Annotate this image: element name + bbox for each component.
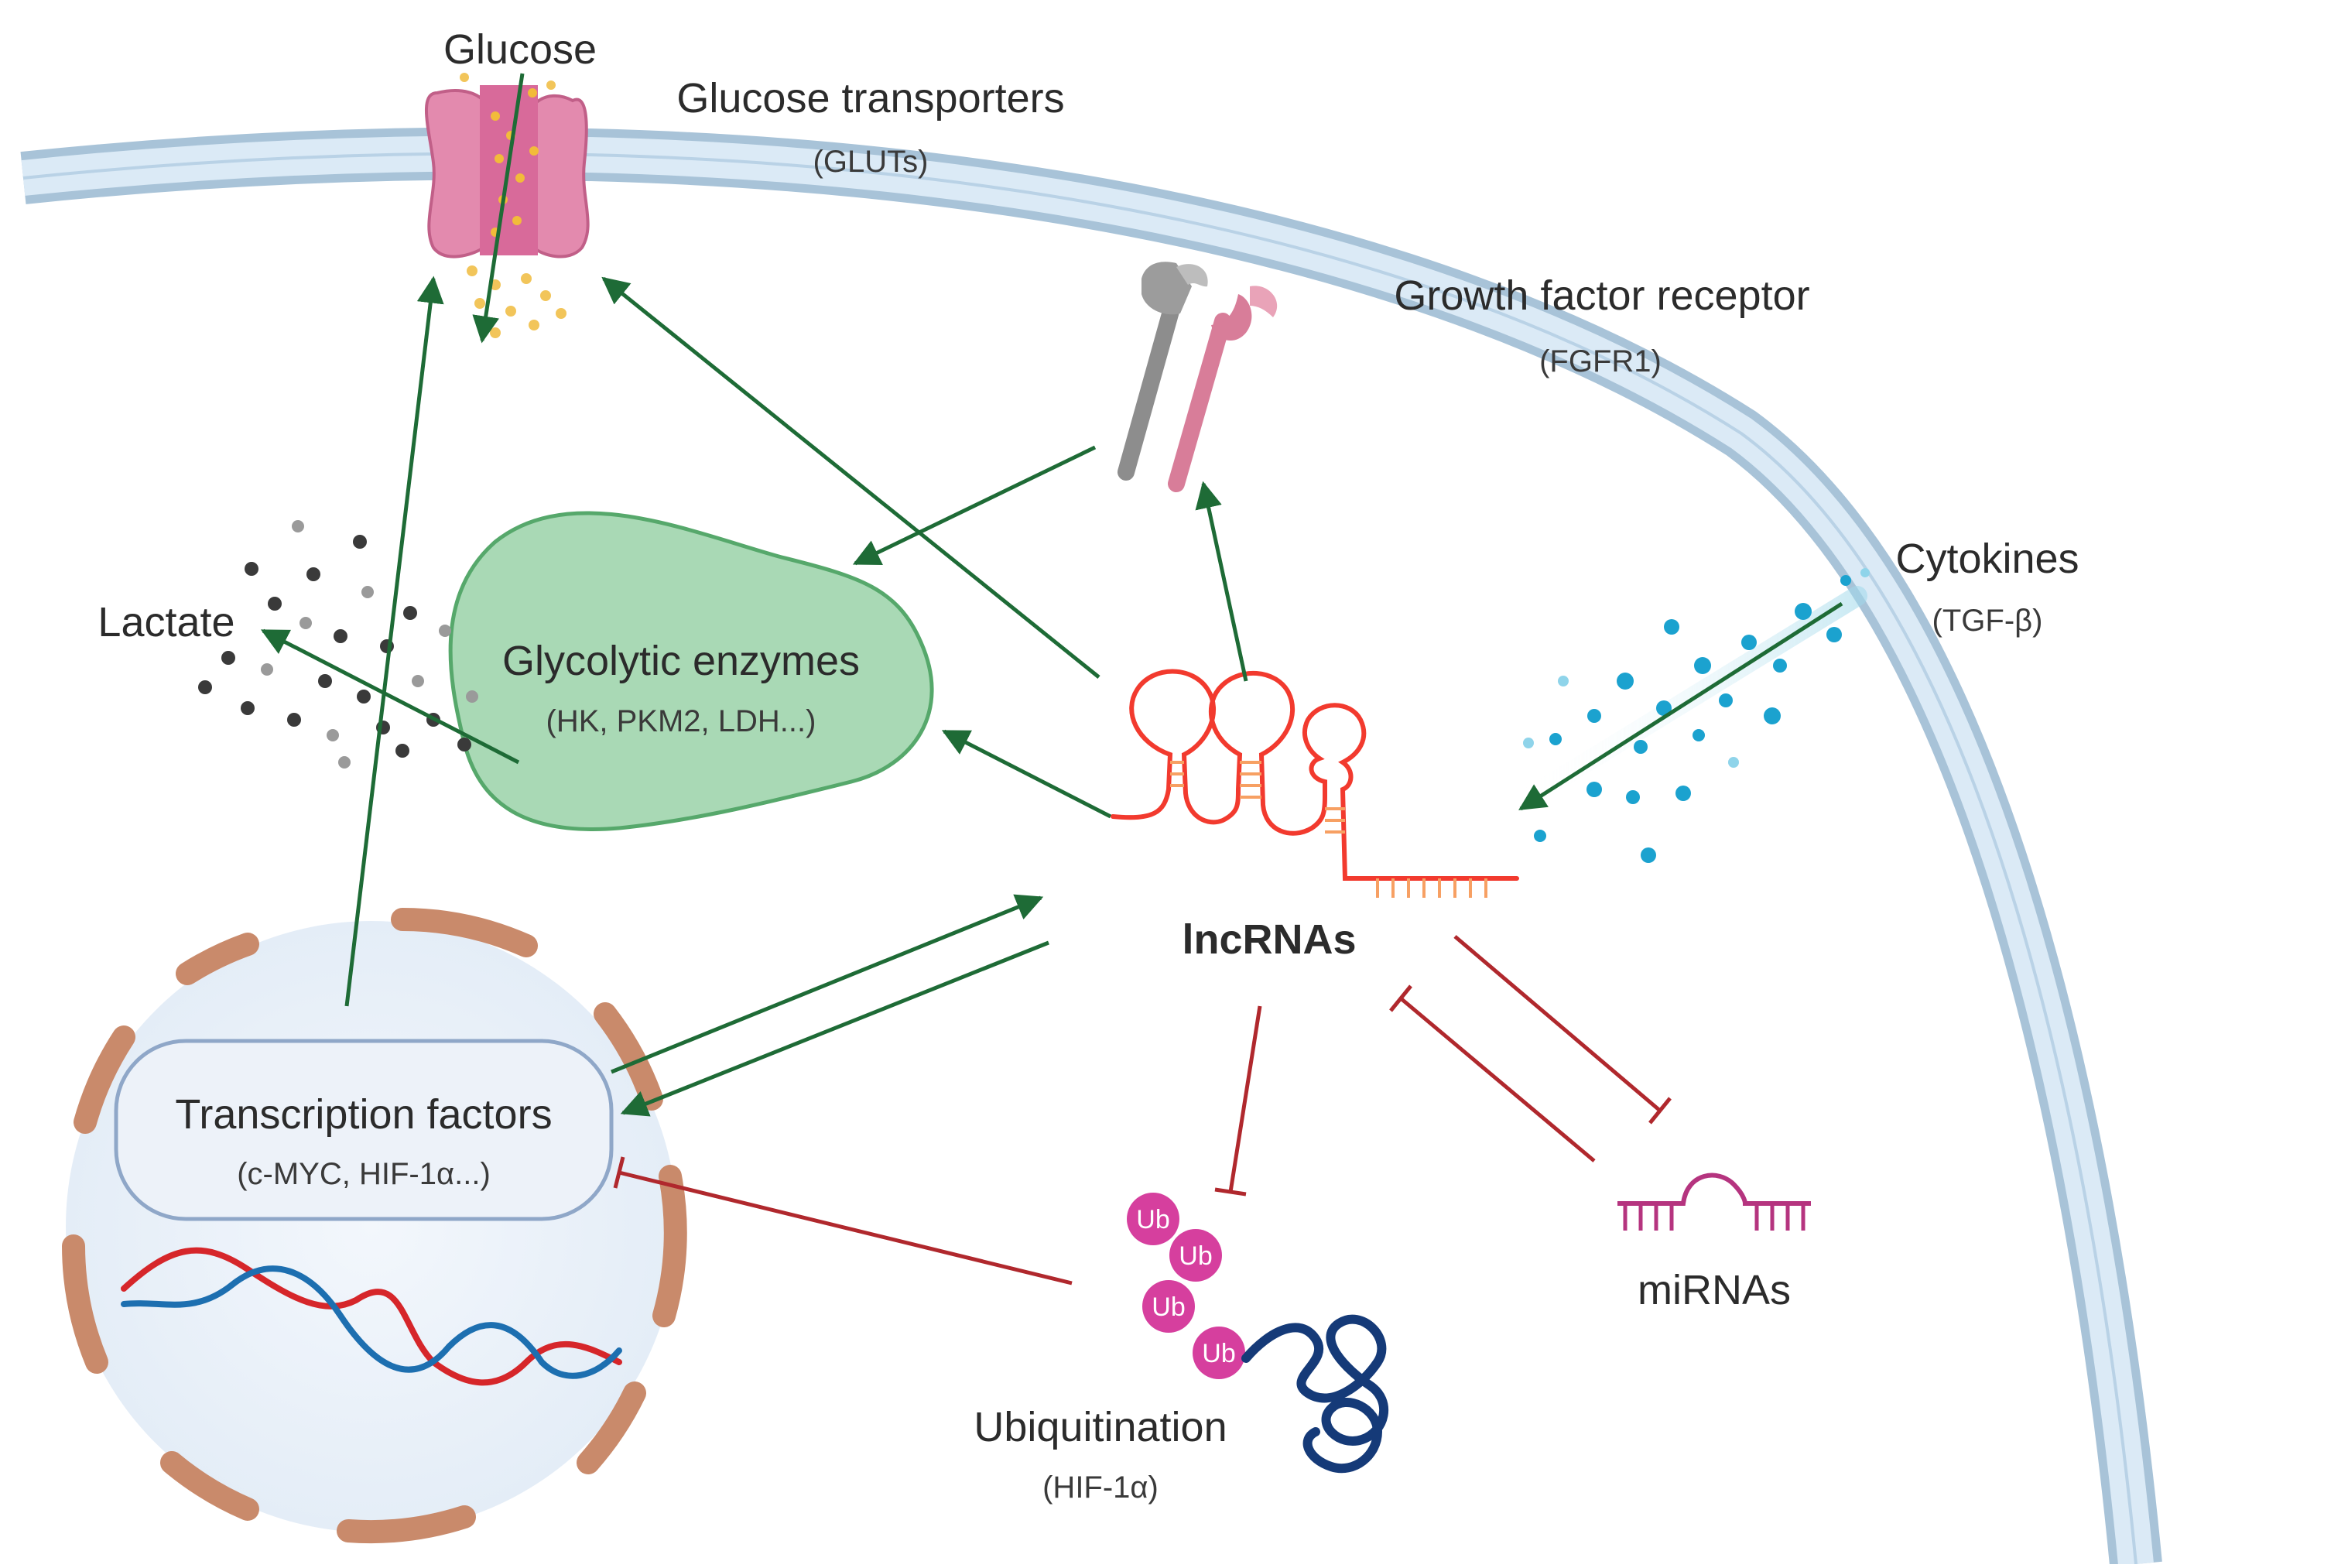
- inhibit-ubiq-tf-bar: [613, 1156, 625, 1189]
- ub-label-2: Ub: [1179, 1241, 1212, 1271]
- lactate-dots: [198, 520, 478, 769]
- ubiquitin-chain: Ub Ub Ub Ub: [1127, 1193, 1245, 1379]
- protein-icon: [1241, 1314, 1388, 1474]
- growth-factor-receptor-label: Growth factor receptor: [1394, 272, 1809, 319]
- arrow-lnc-to-receptor: [1195, 481, 1248, 682]
- lncrnas-label: lncRNAs: [1182, 916, 1356, 963]
- glucose-transporters-label: Glucose transporters: [676, 75, 1064, 122]
- transcription-factors-box: [114, 1039, 614, 1221]
- cytokine-dots: [1507, 568, 1870, 863]
- inhibit-lnc-mirna-bar: [1648, 1097, 1672, 1125]
- inhibition-arrows: [613, 935, 1672, 1286]
- fgfr1-label: (FGFR1): [1539, 344, 1662, 378]
- nucleus: [62, 908, 687, 1544]
- arrow-lnc-to-enzymes: [941, 729, 1112, 819]
- mirna-icon: [1617, 1173, 1811, 1231]
- lncrna-hairpin-icon: [1111, 669, 1519, 881]
- inhibit-mirna-lnc: [1399, 997, 1596, 1162]
- tgf-beta-label: (TGF-β): [1932, 604, 2043, 638]
- arrow-lnc-to-tf: [620, 940, 1049, 1117]
- glucose-label: Glucose: [443, 26, 597, 73]
- inhibit-lnc-ubiquitination: [1228, 1005, 1262, 1193]
- hif1a-label: (HIF-1α): [1042, 1470, 1159, 1505]
- inhibit-ubiq-tf: [618, 1170, 1073, 1286]
- gluts-label: (GLUTs): [813, 145, 929, 179]
- arrow-glucose-in: [472, 73, 525, 344]
- inhibit-lnc-ubiquitination-bar: [1214, 1187, 1247, 1197]
- arrow-tf-to-lnc: [611, 894, 1044, 1074]
- ub-label-1: Ub: [1136, 1205, 1169, 1234]
- enzyme-examples-label: (HK, PKM2, LDH...): [546, 704, 816, 738]
- arrow-tf-to-glut: [344, 276, 444, 1007]
- tf-examples-label: (c-MYC, HIF-1α...): [237, 1157, 491, 1191]
- transcription-factors-label: Transcription factors: [175, 1091, 552, 1138]
- cell-membrane: [20, 127, 2162, 1567]
- inhibit-mirna-lnc-bar: [1389, 984, 1412, 1012]
- dna-helix-icon: [121, 1247, 622, 1386]
- arrow-enzymes-to-lactate: [260, 628, 520, 765]
- arrow-lnc-to-glut: [601, 276, 1100, 679]
- glycolytic-enzymes-label: Glycolytic enzymes: [502, 638, 860, 684]
- activation-arrows: [260, 73, 1843, 1117]
- arrow-receptor-to-enzymes: [852, 445, 1097, 566]
- mirnas-label: miRNAs: [1638, 1267, 1791, 1313]
- arrow-cytokines-to-lnc: [1518, 601, 1843, 811]
- lncrna-stems: [1170, 761, 1487, 898]
- ubiquitination-label: Ubiquitination: [974, 1404, 1227, 1450]
- ub-label-3: Ub: [1152, 1292, 1185, 1322]
- glucose-transporter-icon: [425, 73, 590, 338]
- growth-factor-receptor-icon: [1118, 262, 1278, 492]
- cytokines-label: Cytokines: [1895, 536, 2079, 582]
- ub-label-4: Ub: [1202, 1339, 1235, 1368]
- lactate-label: Lactate: [98, 599, 234, 645]
- inhibit-lnc-mirna: [1453, 935, 1662, 1112]
